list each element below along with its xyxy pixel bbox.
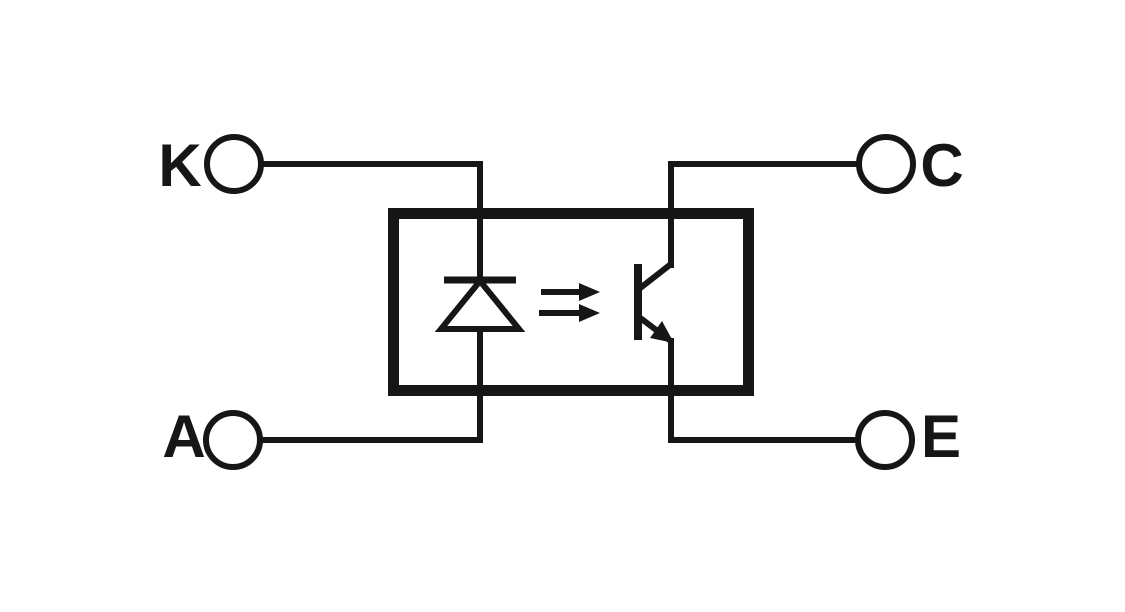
- terminal-circle-c: [856, 134, 916, 194]
- terminal-label-k: K: [158, 132, 202, 199]
- terminal-label-e: E: [920, 403, 962, 470]
- transistor-emitter-arrowhead: [650, 321, 674, 343]
- wire-emitter-e-branch: [668, 338, 885, 443]
- light-arrow-1-head: [579, 283, 600, 301]
- light-arrow-2-head: [579, 304, 600, 322]
- led-icon: [434, 276, 526, 332]
- terminal-circle-a: [203, 410, 263, 470]
- transistor-collector-lead: [637, 261, 673, 292]
- terminal-label-a: A: [162, 403, 206, 470]
- wire-k-led-a-branch: [233, 161, 483, 443]
- wire-c-collector-branch: [668, 161, 886, 268]
- terminal-label-c: C: [920, 132, 964, 199]
- terminal-circle-e: [855, 410, 915, 470]
- led-anode-triangle: [434, 276, 526, 332]
- npn-phototransistor-icon: [634, 261, 674, 345]
- package-outline-box: [388, 208, 754, 396]
- terminal-circle-k: [204, 134, 264, 194]
- light-emission-arrows-icon: [539, 283, 600, 322]
- diagram-root: [203, 134, 916, 470]
